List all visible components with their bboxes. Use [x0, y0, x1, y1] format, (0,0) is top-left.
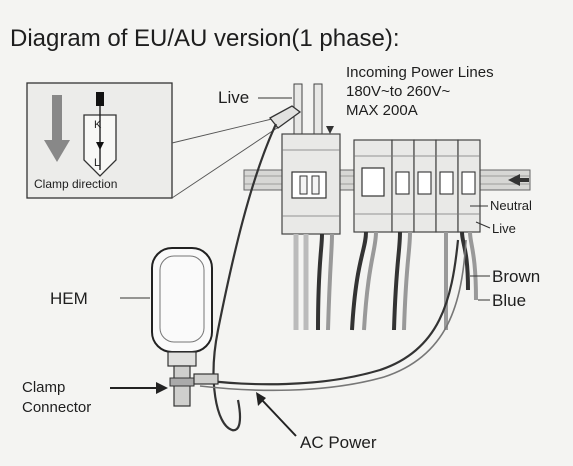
clamp-direction-inset: K L Clamp direction — [26, 82, 281, 199]
clamp-cable — [212, 123, 277, 432]
live-label-top: Live — [218, 88, 249, 107]
svg-text:K: K — [94, 119, 102, 131]
main-breaker — [281, 133, 341, 235]
svg-text:L: L — [94, 157, 100, 169]
diagram-title: Diagram of EU/AU version(1 phase): — [10, 25, 399, 52]
max-current-label: MAX 200A — [346, 102, 418, 119]
branch-breakers — [353, 139, 481, 233]
ac-power-label: AC Power — [300, 433, 377, 452]
hem-label: HEM — [50, 289, 88, 308]
ac-power-cable — [199, 239, 460, 386]
arrow-up-left-icon — [256, 392, 266, 406]
voltage-range-label: 180V~to 260V~ — [346, 83, 451, 100]
power-lines-label: Incoming Power Lines — [346, 64, 494, 81]
live-label-right: Live — [492, 221, 516, 236]
brown-label: Brown — [492, 267, 540, 286]
clamp-connector-label-1: Clamp — [22, 379, 65, 396]
clamp-connector-label-2: Connector — [22, 399, 91, 416]
blue-label: Blue — [492, 291, 526, 310]
neutral-label: Neutral — [490, 198, 532, 213]
hem-device — [151, 247, 219, 407]
arrow-right-icon — [156, 382, 168, 394]
branch-cables — [293, 231, 478, 331]
clamp-direction-label: Clamp direction — [34, 177, 117, 191]
arrow-down-icon — [44, 140, 70, 162]
